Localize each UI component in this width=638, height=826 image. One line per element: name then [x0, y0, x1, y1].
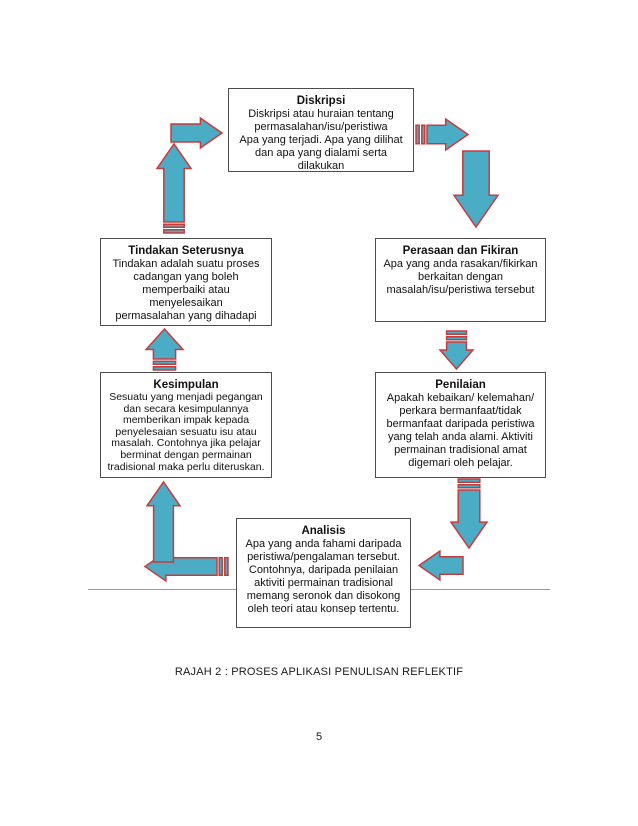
arrow-kesimpulan-to-tindakan-up-icon	[144, 327, 185, 371]
box-kesimpulan-body: Sesuatu yang menjadi pegangan dan secara…	[107, 391, 265, 473]
arrow-into-perasaan-down-icon	[452, 150, 500, 229]
figure-caption: RAJAH 2 : PROSES APLIKASI PENULISAN REFL…	[174, 666, 464, 678]
box-diskripsi: Diskripsi Diskripsi atau huraian tentang…	[228, 88, 414, 172]
box-perasaan-title: Perasaan dan Fikiran	[402, 245, 519, 257]
box-tindakan-seterusnya: Tindakan Seterusnya Tindakan adalah suat…	[100, 238, 272, 326]
box-penilaian-title: Penilaian	[435, 379, 486, 391]
arrow-into-analisis-left-icon	[417, 549, 464, 582]
box-penilaian-body: Apakah kebaikan/ kelemahan/ perkara berm…	[386, 392, 535, 469]
box-tindakan-title: Tindakan Seterusnya	[128, 245, 244, 257]
page-number: 5	[315, 731, 323, 743]
box-analisis-body: Apa yang anda fahami daripada peristiwa/…	[245, 538, 402, 615]
arrow-tindakan-up-icon	[155, 142, 193, 234]
arrow-into-kesimpulan-up-icon	[145, 480, 182, 563]
box-diskripsi-body: Diskripsi atau huraian tentang permasala…	[239, 108, 403, 172]
box-tindakan-body: Tindakan adalah suatu proses cadangan ya…	[112, 258, 260, 322]
box-penilaian: Penilaian Apakah kebaikan/ kelemahan/ pe…	[375, 372, 546, 478]
box-diskripsi-title: Diskripsi	[296, 95, 346, 107]
box-perasaan-body: Apa yang anda rasakan/fikirkan berkaitan…	[383, 258, 538, 296]
box-analisis: Analisis Apa yang anda fahami daripada p…	[236, 518, 411, 628]
box-kesimpulan-title: Kesimpulan	[153, 379, 219, 391]
box-perasaan-dan-fikiran: Perasaan dan Fikiran Apa yang anda rasak…	[375, 238, 546, 322]
arrow-perasaan-to-penilaian-down-icon	[438, 330, 475, 371]
arrow-diskripsi-right-icon	[415, 117, 470, 152]
arrow-penilaian-down-icon	[449, 478, 489, 550]
box-kesimpulan: Kesimpulan Sesuatu yang menjadi pegangan…	[100, 372, 272, 478]
box-analisis-title: Analisis	[301, 525, 346, 537]
arrow-tindakan-to-diskripsi-right-icon	[170, 116, 224, 150]
